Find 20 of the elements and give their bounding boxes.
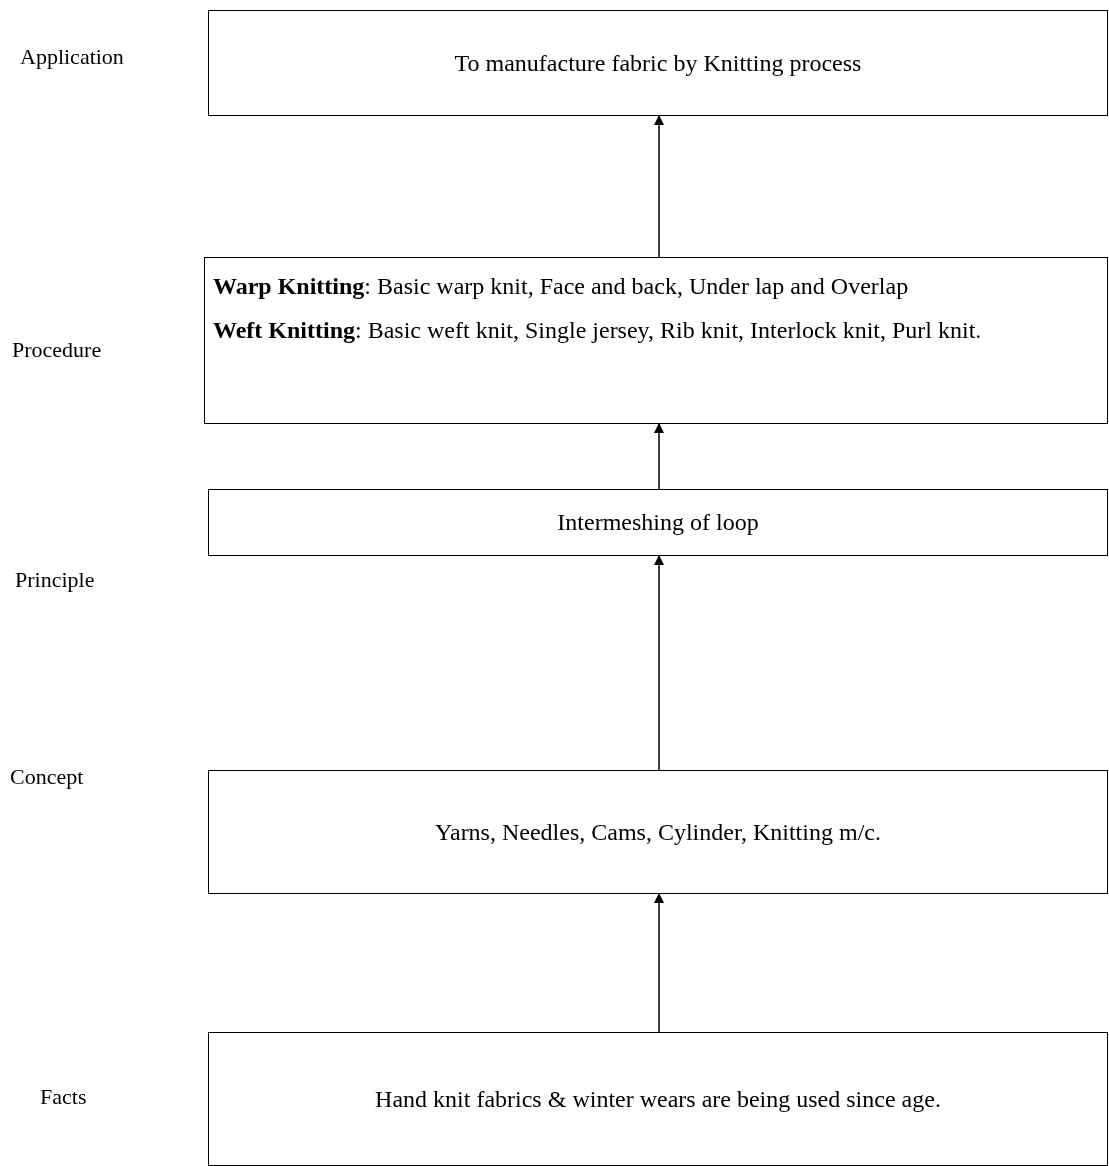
box-text: To manufacture fabric by Knitting process <box>454 48 862 78</box>
arrow <box>654 893 664 1033</box>
process-box <box>204 257 1108 424</box>
process-box <box>208 770 1108 894</box>
stage-label: Facts <box>40 1084 87 1110</box>
process-box <box>208 10 1108 116</box>
box-text: Weft Knitting: Basic weft knit, Single jersey, Rib knit, Interlock knit, Purl knit. <box>213 316 982 346</box>
stage-label: Concept <box>10 764 84 790</box>
process-box <box>208 1032 1108 1166</box>
stage-label: Procedure <box>12 337 102 363</box>
arrow <box>654 423 664 490</box>
box-text: Warp Knitting: Basic warp knit, Face and back, Under lap and Overlap <box>213 272 909 301</box>
box-text: Yarns, Needles, Cams, Cylinder, Knitting m/c. <box>435 817 881 847</box>
stage-label: Principle <box>15 567 95 593</box>
box-text: Hand knit fabrics & winter wears are being used since age. <box>375 1084 941 1114</box>
process-box <box>208 489 1108 556</box>
stage-label: Application <box>20 44 124 70</box>
box-text: Intermeshing of loop <box>557 508 759 538</box>
arrow <box>654 115 664 258</box>
arrow <box>654 555 664 771</box>
